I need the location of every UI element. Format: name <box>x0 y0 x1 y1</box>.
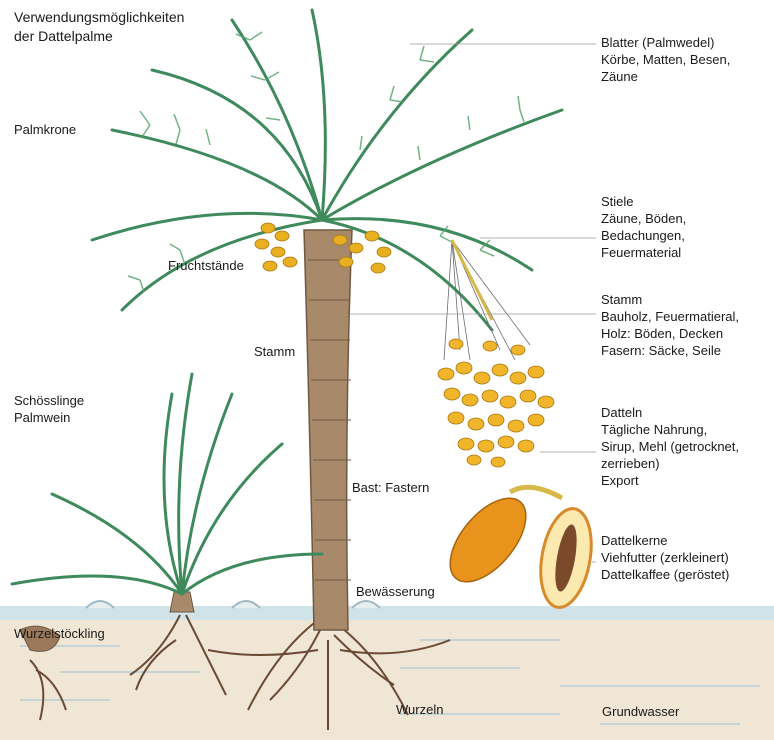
uses-line: Blatter (Palmwedel) <box>601 34 730 51</box>
uses-line: Bedachungen, <box>601 227 686 244</box>
diagram-title: Verwendungsmöglichkeiten der Dattelpalme <box>14 8 184 46</box>
label-grundwasser: Grundwasser <box>602 703 679 720</box>
uses-line: Stiele <box>601 193 686 210</box>
uses-line: Bauholz, Feuermatieral, <box>601 308 739 325</box>
label-fruchtstaende: Fruchtstände <box>168 257 244 274</box>
title-line: der Dattelpalme <box>14 27 184 46</box>
uses-datteln: Datteln Tägliche Nahrung, Sirup, Mehl (g… <box>601 404 739 489</box>
uses-line: Export <box>601 472 739 489</box>
date-bunch <box>438 240 554 467</box>
uses-line: Stamm <box>601 291 739 308</box>
uses-stamm: Stamm Bauholz, Feuermatieral, Holz: Böde… <box>601 291 739 359</box>
uses-line: Fasern: Säcke, Seile <box>601 342 739 359</box>
title-line: Verwendungsmöglichkeiten <box>14 8 184 27</box>
water-surface <box>0 606 774 620</box>
main-trunk <box>304 230 352 630</box>
label-schoesslinge: Schösslinge Palmwein <box>14 392 84 426</box>
uses-line: Datteln <box>601 404 739 421</box>
date-fruit-halved <box>534 505 599 612</box>
label-line: Palmwein <box>14 409 84 426</box>
label-bewaesserung: Bewässerung <box>356 583 435 600</box>
uses-line: Zäune <box>601 68 730 85</box>
uses-line: Körbe, Matten, Besen, <box>601 51 730 68</box>
uses-line: Tägliche Nahrung, <box>601 421 739 438</box>
label-wurzeln: Wurzeln <box>396 701 443 718</box>
uses-line: Dattelkaffee (geröstet) <box>601 566 729 583</box>
uses-line: Zäune, Böden, <box>601 210 686 227</box>
uses-line: Sirup, Mehl (getrocknet, <box>601 438 739 455</box>
uses-line: Viehfutter (zerkleinert) <box>601 549 729 566</box>
label-line: Schösslinge <box>14 392 84 409</box>
label-palmkrone: Palmkrone <box>14 121 76 138</box>
label-stamm: Stamm <box>254 343 295 360</box>
uses-dattelkerne: Dattelkerne Viehfutter (zerkleinert) Dat… <box>601 532 729 583</box>
uses-blaetter: Blatter (Palmwedel) Körbe, Matten, Besen… <box>601 34 730 85</box>
uses-line: Dattelkerne <box>601 532 729 549</box>
uses-stiele: Stiele Zäune, Böden, Bedachungen, Feuerm… <box>601 193 686 261</box>
label-wurzelstoeckling: Wurzelstöckling <box>14 625 105 642</box>
uses-line: zerrieben) <box>601 455 739 472</box>
label-bast: Bast: Fastern <box>352 479 429 496</box>
uses-line: Feuermaterial <box>601 244 686 261</box>
uses-line: Holz: Böden, Decken <box>601 325 739 342</box>
